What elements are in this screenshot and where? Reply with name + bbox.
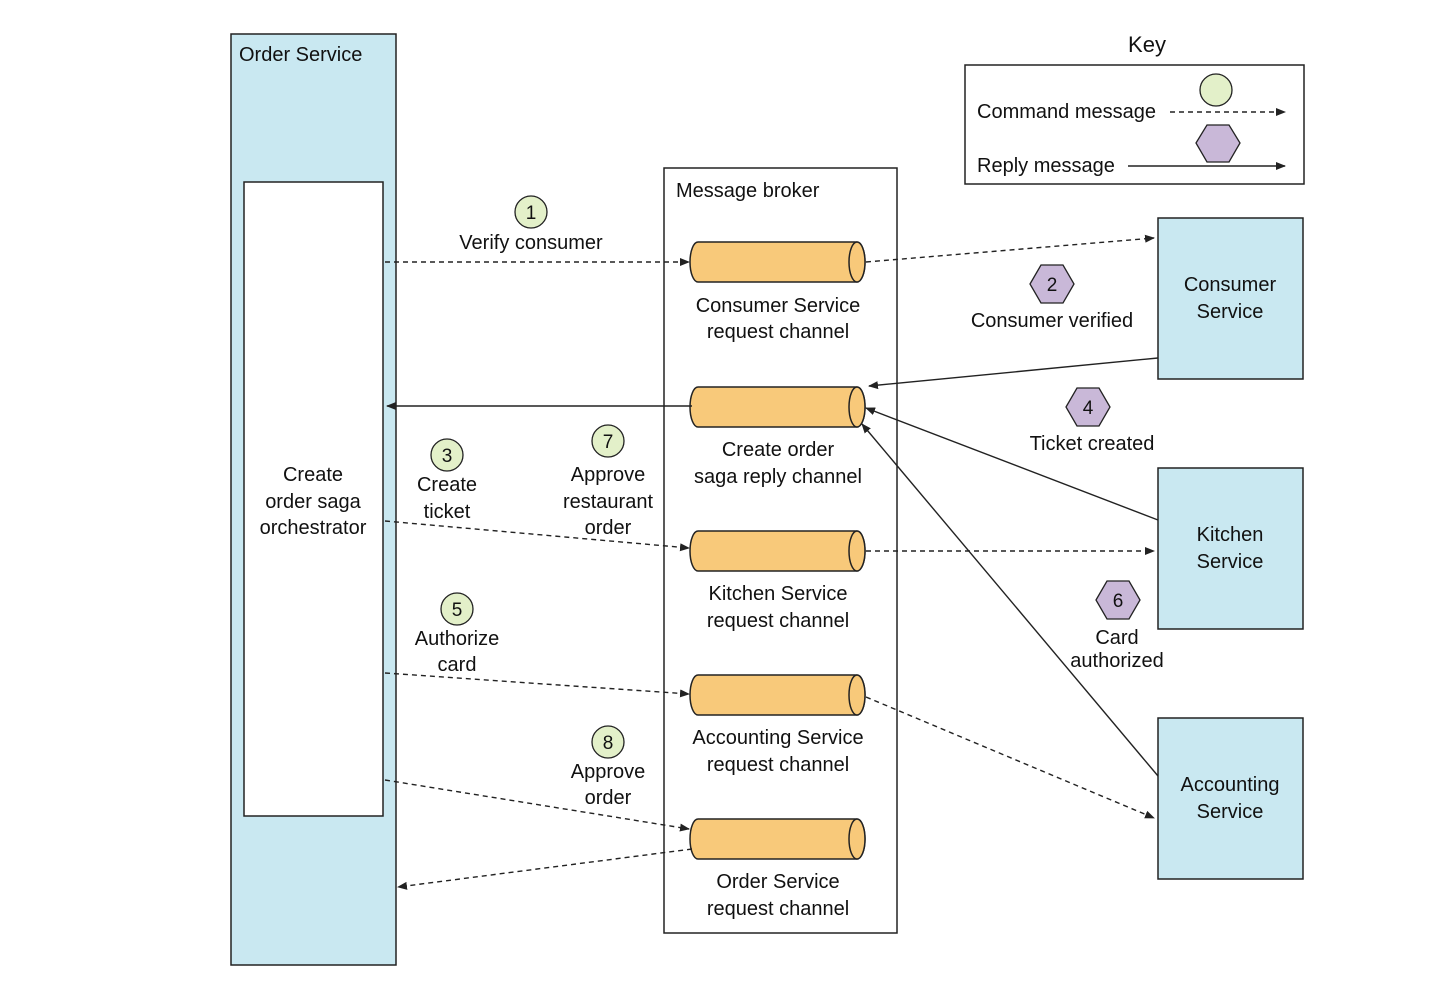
reply-hexagon-icon (1195, 124, 1241, 163)
saga-orchestrator-box: Create order saga orchestrator (243, 181, 384, 817)
service-label-line: Accounting (1181, 774, 1280, 796)
command-arrow-to-consumer-service (865, 234, 1155, 263)
step-number: 3 (442, 446, 453, 467)
step-label-line: Verify consumer (459, 232, 603, 254)
service-label-line: Consumer (1184, 274, 1277, 296)
step-label-line: ticket (424, 501, 471, 523)
step-label-line: restaurant (563, 491, 653, 513)
key-command-label: Command message (977, 101, 1156, 123)
key-legend: Key Command message Reply message (964, 32, 1305, 185)
command-circle-icon (1199, 73, 1233, 107)
step-label-line: authorized (1070, 650, 1163, 672)
reply-arrow-ticket-created (865, 407, 1159, 521)
reply-hexagon-icon (1065, 387, 1111, 427)
channel-label-line: request channel (707, 754, 849, 776)
step-label-line: Create (417, 474, 477, 496)
accounting-service-box: Accounting Service (1157, 717, 1304, 880)
step-3-command: 3 Create ticket (417, 438, 477, 523)
orchestrator-label-line: orchestrator (260, 517, 367, 539)
channel-label-line: Order Service (716, 871, 839, 893)
command-circle-icon (591, 725, 625, 759)
consumer-service-box: Consumer Service (1157, 217, 1304, 380)
channel-label-line: Consumer Service (696, 295, 861, 317)
service-label-line: Service (1197, 301, 1264, 323)
step-6-reply: 6 Card authorized (1070, 580, 1164, 672)
key-reply-label: Reply message (977, 155, 1115, 177)
channel-label-line: saga reply channel (694, 466, 862, 488)
step-number: 5 (452, 600, 463, 621)
step-label-line: Card (1095, 627, 1138, 649)
command-circle-icon (514, 195, 548, 229)
step-label-line: Approve (571, 761, 646, 783)
channel-consumer-request: Consumer Service request channel (689, 241, 866, 343)
channel-saga-reply: Create order saga reply channel (689, 386, 866, 488)
orchestrator-label-line: Create (283, 464, 343, 486)
kitchen-service-box: Kitchen Service (1157, 467, 1304, 630)
key-title: Key (1128, 32, 1166, 57)
step-number: 6 (1113, 591, 1124, 612)
command-arrow-authorize-card (384, 672, 690, 698)
order-service-title: Order Service (239, 44, 362, 66)
step-2-reply: 2 Consumer verified (971, 264, 1133, 332)
channel-label-line: request channel (707, 610, 849, 632)
step-label-line: order (585, 787, 632, 809)
command-circle-icon (440, 592, 474, 626)
step-8-command: 8 Approve order (571, 725, 646, 809)
channel-label-line: Create order (722, 439, 835, 461)
step-number: 4 (1083, 398, 1094, 419)
step-label-line: card (438, 654, 477, 676)
channel-order-request: Order Service request channel (689, 818, 866, 920)
channel-accounting-request: Accounting Service request channel (689, 674, 866, 776)
command-circle-icon (430, 438, 464, 472)
step-label-line: order (585, 517, 632, 539)
reply-arrow-consumer-verified (868, 357, 1159, 390)
channel-kitchen-request: Kitchen Service request channel (689, 530, 866, 632)
step-label-line: Approve (571, 464, 646, 486)
channel-label-line: Kitchen Service (709, 583, 848, 605)
step-number: 2 (1047, 275, 1058, 296)
channel-label-line: request channel (707, 898, 849, 920)
command-arrow-to-accounting-service (865, 696, 1155, 819)
reply-arrow-card-authorized (861, 423, 1159, 777)
message-broker-title: Message broker (676, 180, 820, 202)
channel-label-line: Accounting Service (692, 727, 863, 749)
command-arrow-approve-order (384, 779, 690, 832)
orchestrator-label-line: order saga (265, 491, 361, 513)
step-label-line: Ticket created (1030, 433, 1155, 455)
step-4-reply: 4 Ticket created (1030, 387, 1155, 455)
command-circle-icon (591, 424, 625, 458)
service-label-line: Kitchen (1197, 524, 1264, 546)
service-label-line: Service (1197, 551, 1264, 573)
reply-hexagon-icon (1095, 580, 1141, 620)
step-label-line: Consumer verified (971, 310, 1133, 332)
command-arrow-order-request-to-orchestrator (397, 848, 693, 890)
step-1-command: 1 Verify consumer (459, 195, 603, 254)
step-number: 8 (603, 733, 614, 754)
step-label-line: Authorize (415, 628, 500, 650)
step-5-command: 5 Authorize card (415, 592, 500, 676)
reply-hexagon-icon (1029, 264, 1075, 304)
command-arrow-create-ticket (384, 520, 690, 552)
step-number: 1 (526, 203, 537, 224)
step-number: 7 (603, 432, 614, 453)
step-7-command: 7 Approve restaurant order (563, 424, 653, 539)
channel-label-line: request channel (707, 321, 849, 343)
service-label-line: Service (1197, 801, 1264, 823)
